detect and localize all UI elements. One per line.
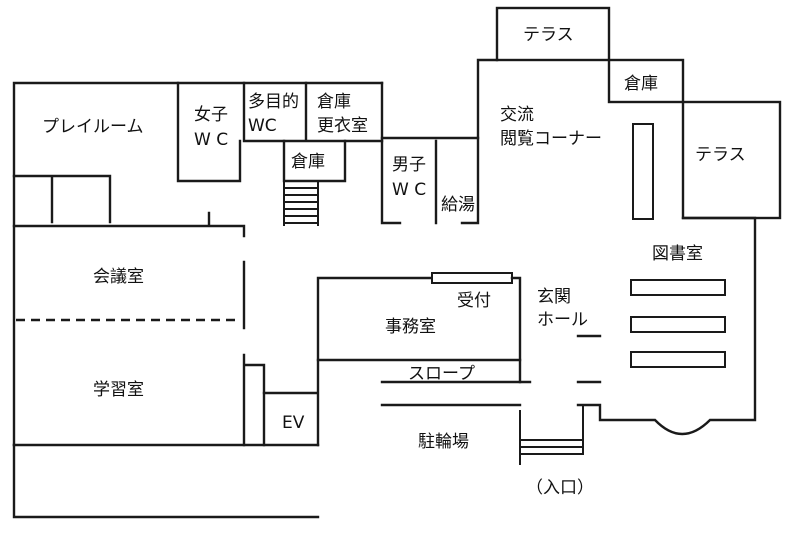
slope-walls [380, 380, 532, 407]
label-womens-wc: W C [194, 130, 228, 150]
terrace-top-outline [495, 6, 611, 62]
label-storage-changing: 倉庫 [317, 92, 351, 112]
elevator-walls [262, 276, 434, 447]
playroom-partitions [12, 174, 112, 224]
label-storage-mid: 倉庫 [291, 152, 325, 172]
meeting-room-north-wall [12, 211, 246, 238]
study-room-east-wall [242, 353, 266, 447]
label-bicycle-parking: 駐輪場 [418, 432, 469, 452]
reception-counter [431, 272, 513, 284]
womens-wc-walls [176, 81, 242, 183]
label-library: 図書室 [652, 244, 703, 264]
label-multipurpose-wc: 多目的 [248, 92, 299, 112]
label-study-room: 学習室 [93, 380, 144, 400]
storage-mid-walls [282, 139, 347, 183]
storage-top-outline [607, 58, 685, 104]
label-meeting-room: 会議室 [93, 267, 144, 287]
label-womens-wc: 女子 [194, 105, 228, 125]
label-terrace-top: テラス [523, 25, 574, 45]
label-storage-changing: 更衣室 [317, 116, 368, 136]
library-bookshelf [630, 316, 726, 333]
lounge-bookshelf [632, 123, 654, 220]
label-elevator: EV [282, 413, 305, 433]
label-kitchenette: 給湯 [441, 195, 475, 215]
office-east-wall [510, 276, 522, 384]
entrance-hall-wall-stubs [576, 334, 602, 384]
label-mens-wc: W C [392, 180, 426, 200]
label-multipurpose-wc: WC [248, 116, 277, 136]
mens-wc-walls [380, 81, 438, 225]
label-lounge: 交流 [500, 105, 534, 125]
label-mens-wc: 男子 [392, 155, 426, 175]
multipurpose-wc-walls [242, 81, 384, 143]
label-entrance: （入口） [526, 478, 594, 498]
staircase [283, 181, 319, 226]
label-slope: スロープ [408, 364, 475, 384]
library-bookshelf [630, 351, 726, 368]
library-outer-wall [576, 216, 757, 436]
outer-wall-north-west [12, 81, 384, 447]
label-office: 事務室 [385, 317, 436, 337]
lounge-north-wall [380, 58, 499, 140]
label-entrance-hall: ホール [537, 310, 588, 330]
label-playroom: プレイルーム [42, 117, 144, 137]
kitchenette-walls [460, 136, 480, 225]
outer-wall-south [12, 443, 320, 519]
label-storage-top: 倉庫 [624, 74, 658, 94]
library-bookshelf [630, 279, 726, 296]
label-terrace-right: テラス [695, 145, 746, 165]
label-reception: 受付 [457, 291, 491, 311]
entrance-steps [519, 405, 584, 465]
label-lounge: 閲覧コーナー [500, 129, 602, 149]
label-entrance-hall: 玄関 [537, 287, 571, 307]
